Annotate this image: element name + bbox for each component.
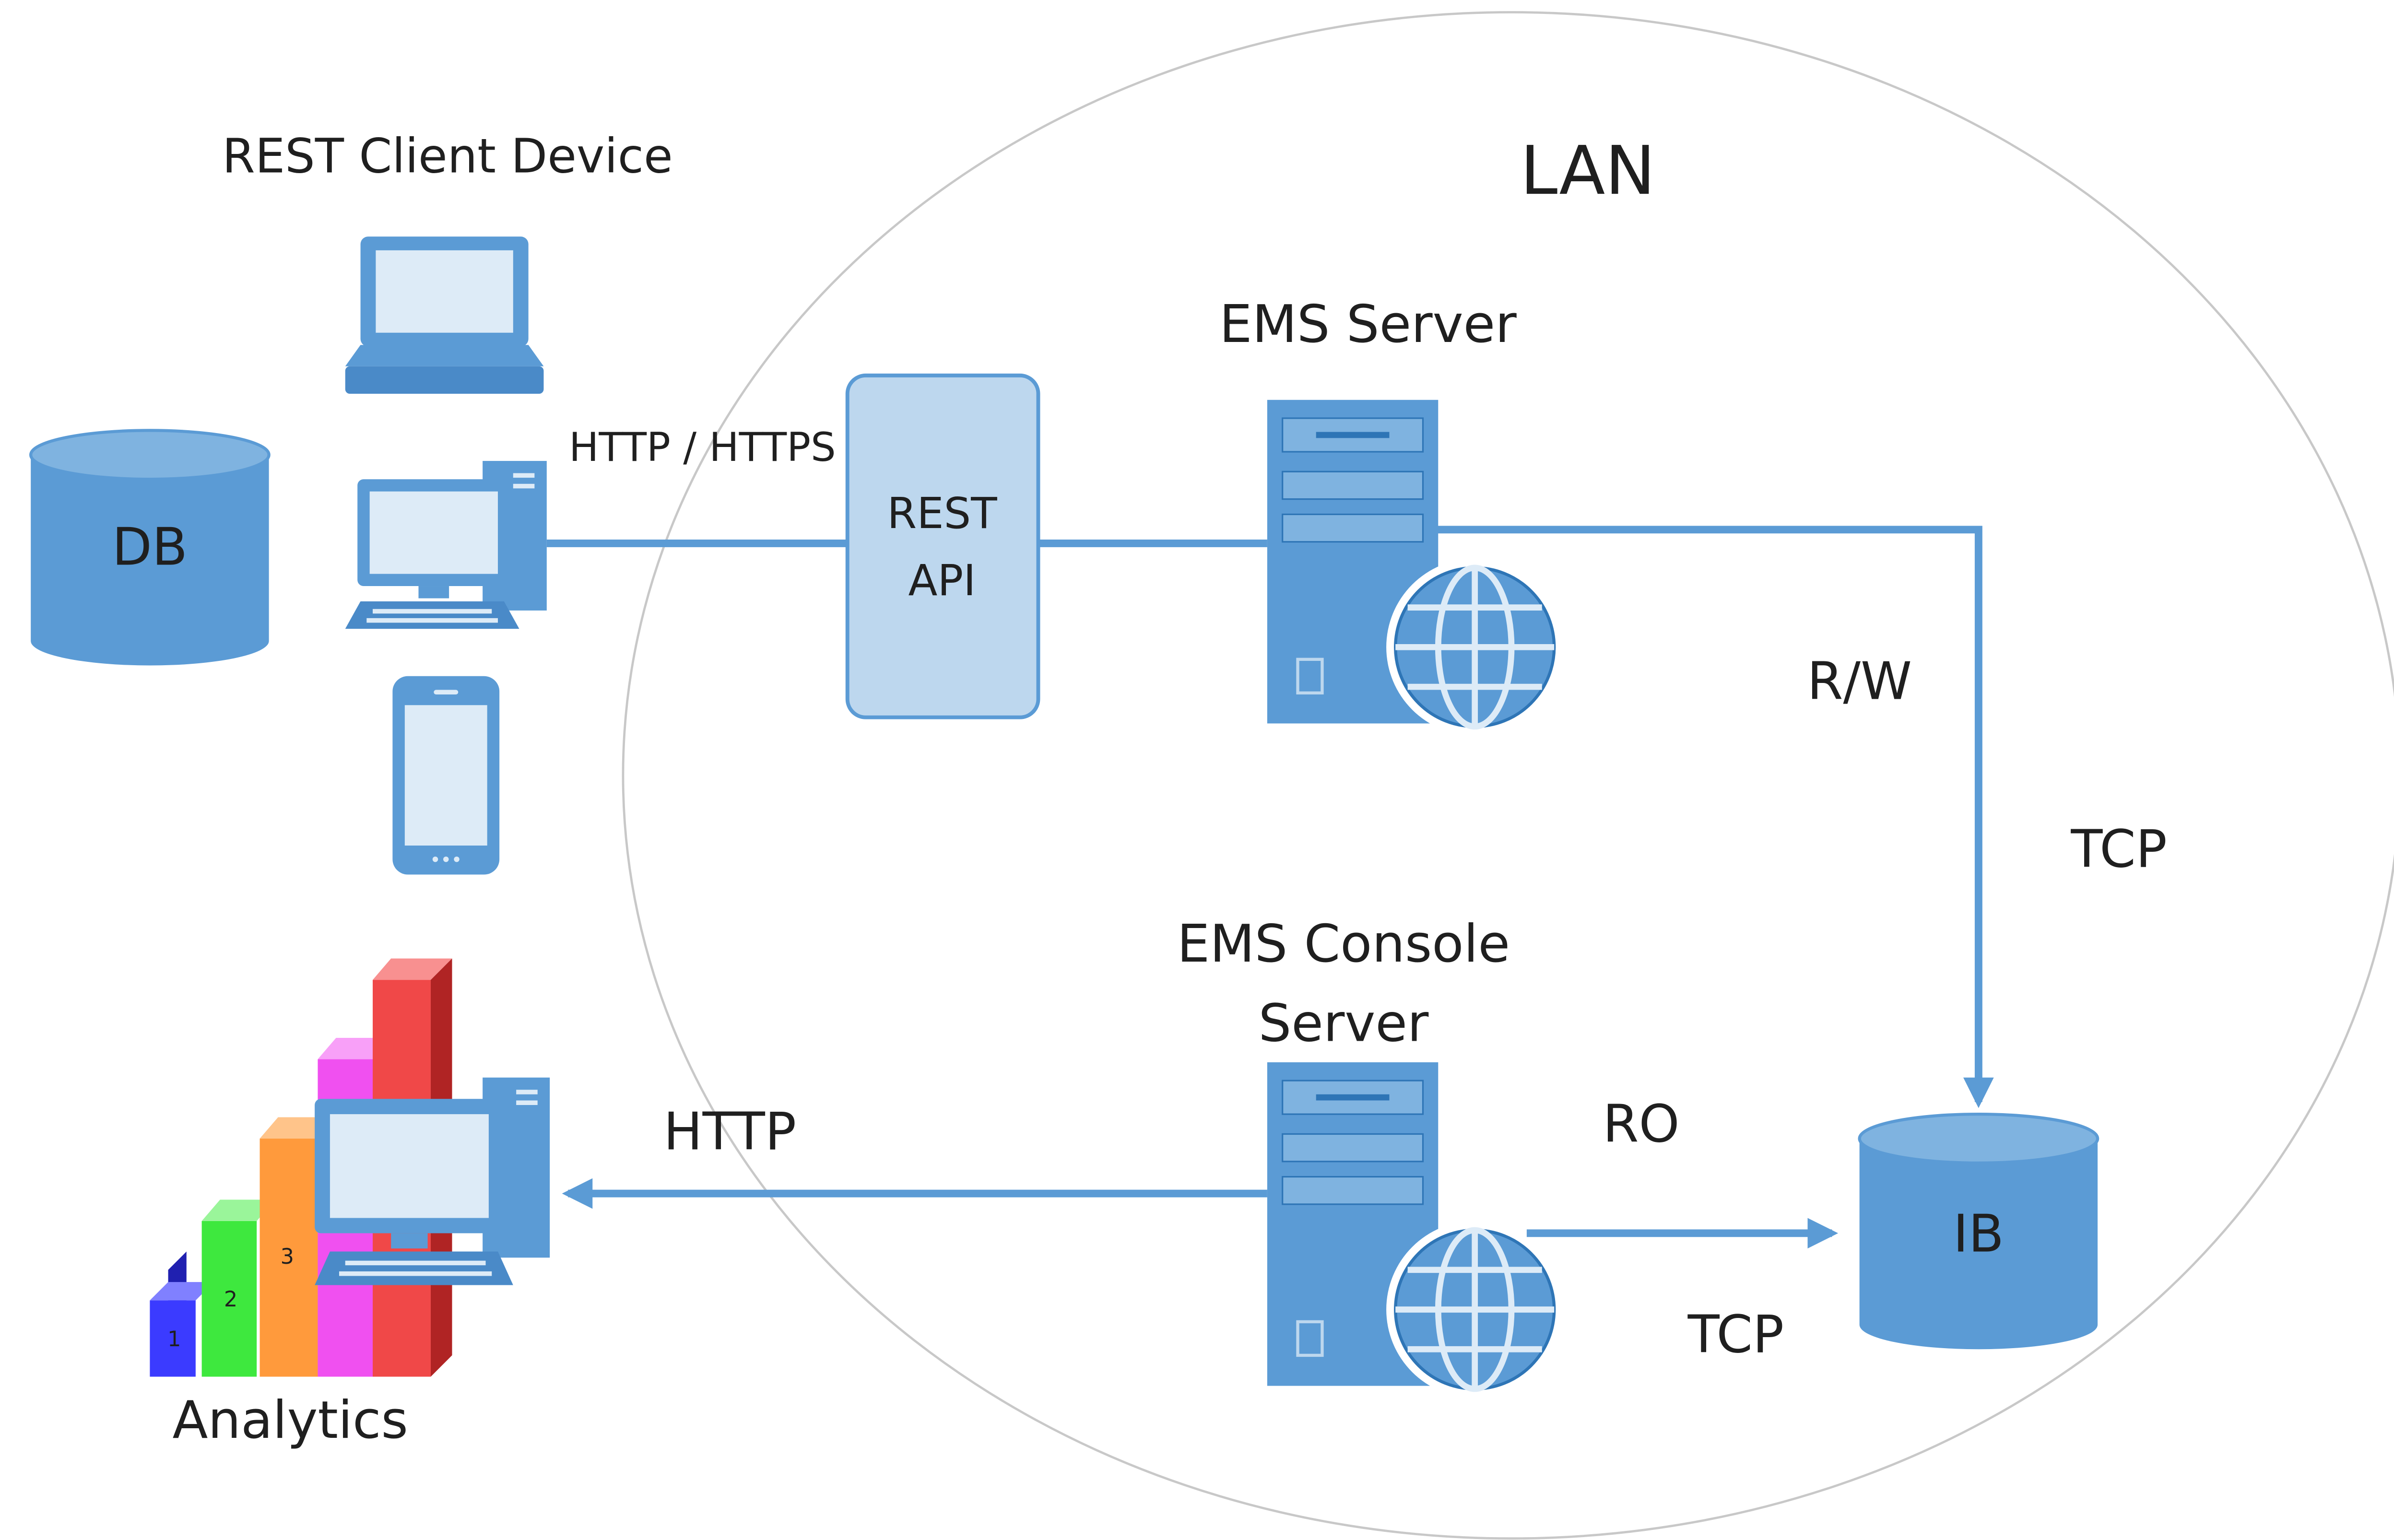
bar-1-label: 1: [167, 1327, 181, 1352]
http-https-label: HTTP / HTTPS: [569, 424, 836, 470]
desktop-icon: [345, 461, 547, 629]
rest-api-label-line1: REST: [887, 489, 997, 539]
ib-database-icon: IB: [1858, 1112, 2099, 1350]
ems-console-server-label-line1: EMS Console: [1177, 914, 1510, 974]
smartphone-icon: [392, 676, 500, 875]
http-label: HTTP: [663, 1101, 796, 1162]
globe-icon: [1386, 558, 1564, 736]
tcp-bottom-label: TCP: [1687, 1305, 1784, 1365]
analytics-desktop-icon: [315, 1077, 550, 1285]
rw-label: R/W: [1807, 651, 1912, 712]
tcp-right-label: TCP: [2070, 819, 2167, 880]
ems-console-server-label-line2: Server: [1259, 993, 1429, 1053]
lan-label: LAN: [1520, 132, 1655, 210]
analytics-label: Analytics: [173, 1390, 408, 1450]
ems-server-to-ib-line: [1435, 526, 1994, 1108]
rest-client-device-label: REST Client Device: [222, 129, 672, 184]
db-database-icon: DB: [29, 429, 271, 666]
ems-server-label: EMS Server: [1219, 294, 1517, 354]
bar-3-label: 3: [281, 1244, 294, 1269]
rest-api-label-line2: API: [908, 556, 976, 606]
lan-boundary: [622, 11, 2394, 1540]
rest-api-box: REST API: [845, 373, 1040, 719]
globe-icon: [1386, 1221, 1564, 1399]
db-label: DB: [112, 517, 188, 577]
bar-2-label: 2: [224, 1287, 237, 1312]
ems-server-icon: [1267, 400, 1564, 736]
ro-label: RO: [1603, 1093, 1679, 1154]
laptop-icon: [345, 236, 544, 394]
ems-console-server-icon: [1267, 1062, 1564, 1399]
ib-label: IB: [1953, 1204, 2004, 1264]
